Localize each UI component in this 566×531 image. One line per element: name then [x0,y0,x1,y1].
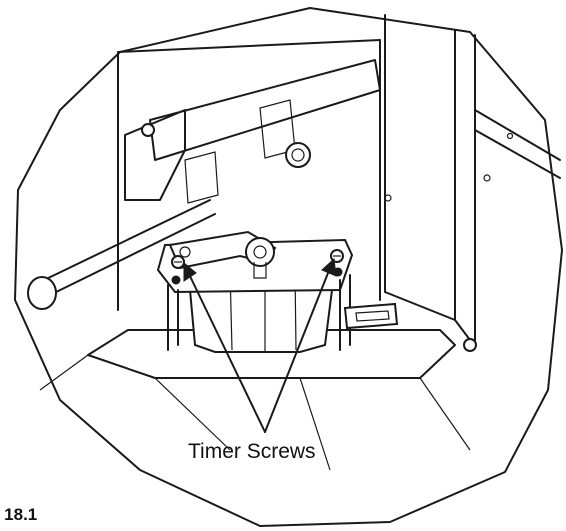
side-clip-slot [355,310,390,322]
callout-leader-right [264,267,331,433]
viewport-outline [14,7,563,527]
right-panel-edge [454,319,476,341]
callout-arrow-left [183,261,197,282]
panel-hole-2 [483,174,491,182]
bracket [124,109,186,201]
back-wall [117,39,381,311]
lever-pivot [245,237,275,267]
timer-screw-left [171,255,185,285]
corner-bolt [463,338,477,352]
side-clip [343,302,399,330]
rail-slot [184,99,296,204]
panel-hole-3 [506,132,514,140]
right-panel [384,14,476,341]
timer-shaft [253,262,267,279]
mount-legs [167,274,351,351]
figure-caption: e 18.1 [0,505,38,524]
rail-bolt [285,142,311,168]
bracket-screw [141,123,155,137]
timer-screws-label: Timer Screws [188,440,316,463]
pull-rod-knob [27,276,57,310]
floor-lines [39,354,471,471]
pull-rod [39,199,216,297]
lever-hole [179,246,191,258]
mechanism-rail [149,59,381,161]
callout-leader-left [187,271,266,433]
side-rail [474,109,561,179]
rail-bolt-inner [291,148,305,162]
lever-pivot-inner [253,245,267,259]
callout-arrow-right [321,257,337,277]
panel-hole-1 [384,194,392,202]
